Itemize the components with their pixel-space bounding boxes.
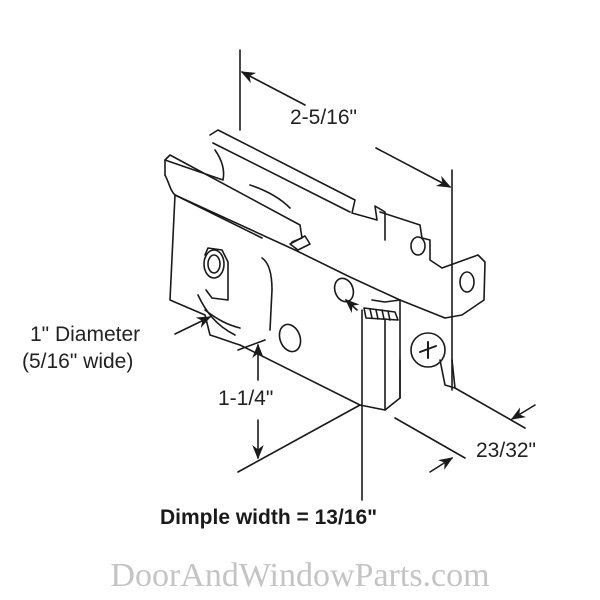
extension-line-width-left	[394, 417, 466, 459]
dimple-width-note: Dimple width = 13/16"	[160, 506, 378, 529]
top-rail	[209, 129, 386, 241]
dim-arrow-length-right	[375, 147, 452, 188]
extension-line-width-right	[454, 387, 526, 429]
front-plate	[169, 194, 401, 411]
diameter-callout-line2: (5/16" wide)	[22, 350, 134, 373]
axle-hub	[203, 249, 225, 279]
roller-wheel	[197, 294, 236, 336]
callout-arrow-diameter	[174, 316, 212, 335]
mounting-bracket	[379, 211, 486, 319]
extension-line-height-top	[237, 339, 266, 351]
spring	[363, 307, 399, 321]
dim-height-label: 1-1/4"	[218, 387, 274, 410]
dim-width-label: 23/32"	[476, 439, 537, 462]
dim-length-label: 2-5/16"	[290, 106, 357, 129]
dim-arrow-width-left	[429, 457, 454, 473]
dim-arrow-width-right	[510, 404, 536, 420]
dim-arrow-length-left	[240, 71, 306, 106]
adjustment-screw	[410, 332, 446, 368]
diameter-callout-line1: 1" Diameter	[30, 323, 141, 346]
watermark: DoorAndWindowParts.com	[110, 557, 490, 594]
extension-line-height-bottom	[237, 404, 361, 473]
dimple	[278, 323, 302, 353]
